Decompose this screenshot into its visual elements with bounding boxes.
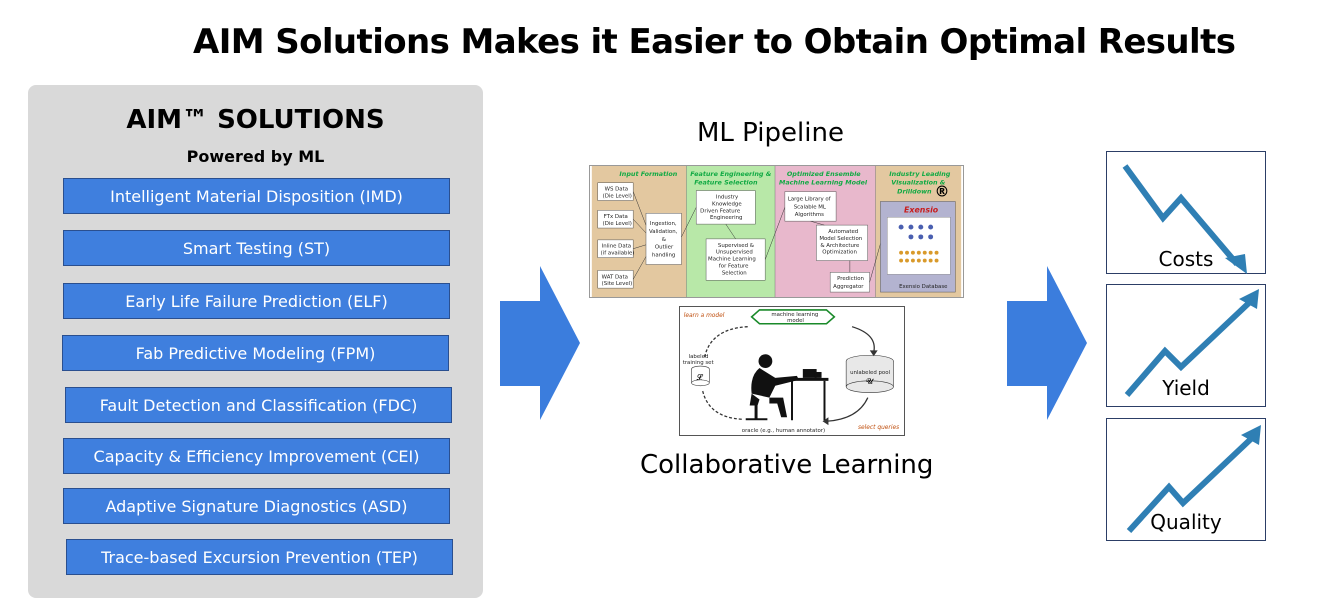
input-ws: WS Data	[605, 187, 628, 193]
ingestion-line4: Outlier	[655, 245, 674, 251]
result-costs-box: Costs	[1106, 151, 1266, 274]
pipeline-col2-header-1: Feature Engineering &	[690, 170, 771, 178]
ml-box2-line2: Model Selection	[819, 236, 862, 242]
ingestion-line5: handling	[652, 253, 675, 259]
pipeline-col2-header-2: Feature Selection	[694, 179, 758, 187]
right-arrow-icon	[1007, 266, 1087, 420]
model-box-line1: machine learning	[771, 312, 818, 318]
ml-box2-line1: Automated	[828, 229, 858, 235]
right-arrow-icon	[500, 266, 580, 420]
collaborative-learning-diagram: learn a model machine learning model lab…	[679, 306, 905, 436]
fe-box2-line2: Unsupervised	[716, 250, 753, 256]
training-set-symbol: 𝓛	[696, 372, 703, 382]
unlabeled-pool-symbol: 𝓤	[866, 377, 875, 386]
training-set-label-2: training set	[683, 360, 714, 366]
fe-box2-line1: Supervised &	[718, 243, 755, 249]
solution-tep-button[interactable]: Trace-based Excursion Prevention (TEP)	[66, 539, 453, 575]
trend-up-icon	[1126, 425, 1261, 534]
panel-title: AIM™ SOLUTIONS	[126, 105, 385, 135]
ml-pipeline-diagram: Input Formation WS Data (Die Level) FTx …	[589, 165, 964, 298]
pipeline-col4-header-2: Visualization &	[891, 179, 946, 187]
ml-box1-line1: Large Library of	[788, 196, 831, 202]
trend-up-icon	[1124, 289, 1259, 397]
solution-asd-button[interactable]: Adaptive Signature Diagnostics (ASD)	[63, 488, 450, 524]
solution-fdc-button[interactable]: Fault Detection and Classification (FDC)	[65, 387, 452, 423]
fe-box1-line2: Knowledge	[712, 201, 742, 207]
solution-imd-button[interactable]: Intelligent Material Disposition (IMD)	[63, 178, 450, 214]
fe-box1-line3: Driven Feature	[700, 208, 741, 214]
pipeline-col1-header: Input Formation	[619, 170, 677, 178]
exensio-brand: Exensio	[904, 205, 939, 214]
collaborative-learning-label: Collaborative Learning	[640, 450, 934, 480]
ml-pipeline-label: ML Pipeline	[697, 118, 844, 148]
solution-elf-button[interactable]: Early Life Failure Prediction (ELF)	[63, 283, 450, 319]
ml-box1-line2: Scalable ML	[794, 204, 826, 210]
oracle-label: oracle (e.g., human annotator)	[742, 428, 825, 434]
pipeline-col4-header-3: Drilldown	[897, 188, 932, 196]
input-inline: Inline Data	[602, 244, 631, 250]
ml-box1-line3: Algorithms	[795, 212, 824, 218]
person-at-desk-icon	[745, 354, 829, 421]
fe-box2-line4: for Feature	[719, 263, 749, 269]
fe-box2-line5: Selection	[722, 270, 747, 276]
solution-fpm-button[interactable]: Fab Predictive Modeling (FPM)	[62, 335, 449, 371]
ml-box3-line2: Aggregator	[833, 284, 864, 290]
pipeline-col4-header-1: Industry Leading	[889, 170, 950, 178]
input-ftx-level: (Die Level)	[603, 221, 632, 227]
input-ws-level: (Die Level)	[603, 194, 632, 200]
learn-model-label: learn a model	[684, 313, 725, 319]
select-queries-label: select queries	[858, 425, 899, 431]
ingestion-line3: &	[662, 237, 667, 243]
unlabeled-pool-label: unlabeled pool	[850, 370, 890, 376]
ml-box2-line3: & Architecture	[820, 243, 860, 249]
pipeline-col3-header-2: Machine Learning Model	[779, 179, 868, 187]
ml-box2-line4: Optimization	[822, 250, 857, 256]
exensio-db-label: Exensio Database	[899, 284, 948, 290]
input-ftx: FTx Data	[604, 214, 628, 220]
result-yield-label: Yield	[1162, 376, 1210, 400]
input-inline-level: (if available)	[601, 251, 635, 257]
input-wat-level: (Site Level)	[602, 281, 633, 287]
input-wat: WAT Data	[602, 274, 628, 280]
model-box-line2: model	[787, 318, 804, 324]
result-yield-box: Yield	[1106, 284, 1266, 407]
fe-box2-line3: Machine Learning	[708, 257, 756, 263]
page-title: AIM Solutions Makes it Easier to Obtain …	[193, 22, 1236, 62]
fe-box1-line1: Industry	[716, 195, 739, 201]
result-quality-box: Quality	[1106, 418, 1266, 541]
solution-cei-button[interactable]: Capacity & Efficiency Improvement (CEI)	[63, 438, 450, 474]
training-set-label-1: labeled	[689, 354, 709, 360]
fe-box1-line4: Engineering	[710, 215, 742, 221]
pipeline-col3-header-1: Optimized Ensemble	[787, 170, 861, 178]
solution-st-button[interactable]: Smart Testing (ST)	[63, 230, 450, 266]
registered-mark: ®	[935, 184, 950, 201]
ingestion-line2: Validation,	[649, 229, 678, 235]
result-costs-label: Costs	[1158, 247, 1214, 271]
ingestion-line1: Ingestion,	[650, 221, 677, 227]
ml-box3-line1: Prediction	[837, 276, 864, 282]
result-quality-label: Quality	[1150, 510, 1222, 534]
panel-subtitle: Powered by ML	[186, 147, 325, 166]
trend-down-icon	[1122, 164, 1247, 274]
